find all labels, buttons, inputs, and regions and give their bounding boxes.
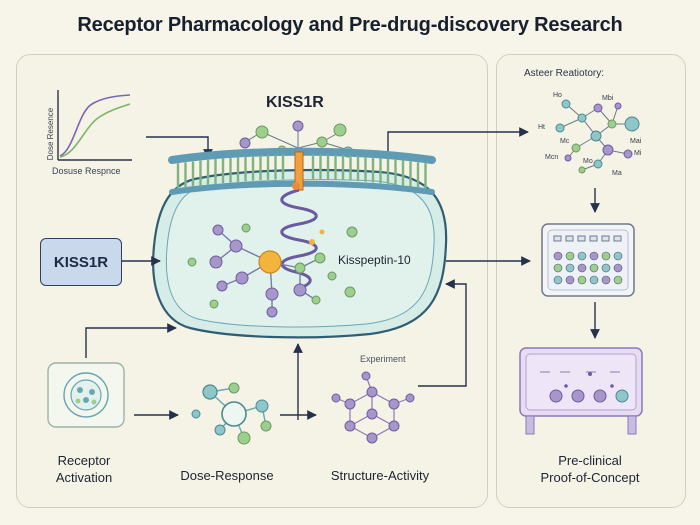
inner-molecules	[187, 223, 358, 318]
kiss1r-box[interactable]: KISS1R	[40, 238, 122, 286]
network-node-label: Mcn	[545, 154, 559, 161]
proof-of-concept-label: Pre-clinical Proof-of-Concept	[540, 453, 640, 485]
step-structure-activity-label: Structure-Activity	[330, 468, 430, 483]
network-node-label: Mbi	[602, 95, 614, 102]
poc-device	[519, 347, 643, 435]
dose-response-chart	[57, 90, 132, 161]
step-receptor-activation-label: Receptor Activation	[55, 453, 113, 485]
arrow-chart-to-cell	[146, 136, 213, 159]
plate-well	[589, 275, 599, 285]
network-title: Asteer Reatiotory:	[524, 68, 605, 79]
page-title: Receptor Pharmacology and Pre-drug-disco…	[77, 14, 623, 36]
cell-inner-wall	[165, 179, 435, 328]
plate-well	[553, 251, 563, 261]
plate-well	[589, 263, 599, 273]
receptor-helix	[280, 188, 318, 290]
plate-well	[613, 275, 623, 285]
plate-well	[553, 263, 563, 273]
plate-well	[553, 275, 563, 285]
network-node-label: Ma	[612, 170, 622, 177]
dose-response-network	[191, 382, 272, 445]
plate-well	[601, 235, 610, 242]
network-node-label: Mc	[560, 138, 570, 145]
plate-well	[589, 235, 598, 242]
plate-well	[553, 235, 562, 242]
arrow-cell-to-network	[387, 127, 529, 160]
cell	[152, 147, 448, 339]
lipid-bilayer	[176, 154, 427, 189]
plate-well	[601, 275, 611, 285]
plate-well	[613, 263, 623, 273]
arrow-sar-to-cell	[418, 279, 467, 387]
plate-well	[565, 275, 575, 285]
network-node-label: Mo	[583, 158, 593, 165]
plate-well	[613, 235, 622, 242]
structure-activity-network	[331, 371, 415, 444]
plate-well	[577, 275, 587, 285]
response-curve-purple	[59, 94, 131, 157]
step-dose-response-label: Dose-Response	[180, 468, 274, 483]
response-curve-green	[59, 103, 131, 158]
ligand-label: Kisspeptin-10	[338, 253, 411, 267]
experiment-label: Experiment	[360, 354, 406, 364]
network-node-label: Mi	[634, 150, 642, 157]
network-node-label: Mai	[630, 138, 642, 145]
plate-well	[589, 251, 599, 261]
receptor-label: KISS1R	[266, 94, 324, 111]
arrow-activation-to-cell	[85, 323, 177, 358]
plate-well	[577, 251, 587, 261]
molecular-network	[555, 99, 640, 174]
network-node-label: Ho	[553, 92, 562, 99]
network-node-label: Ht	[538, 124, 545, 131]
well-plate	[541, 223, 635, 297]
plate-well	[613, 251, 623, 261]
plate-well	[601, 251, 611, 261]
plate-well	[577, 263, 587, 273]
kiss1r-box-label: KISS1R	[53, 253, 109, 271]
receptor-activation-icon	[47, 362, 125, 428]
chart-x-label: Dosuse Respnce	[52, 166, 121, 176]
plate-well	[565, 263, 575, 273]
plate-well	[565, 235, 574, 242]
plate-well	[577, 235, 586, 242]
plate-well	[601, 263, 611, 273]
plate-well	[565, 251, 575, 261]
